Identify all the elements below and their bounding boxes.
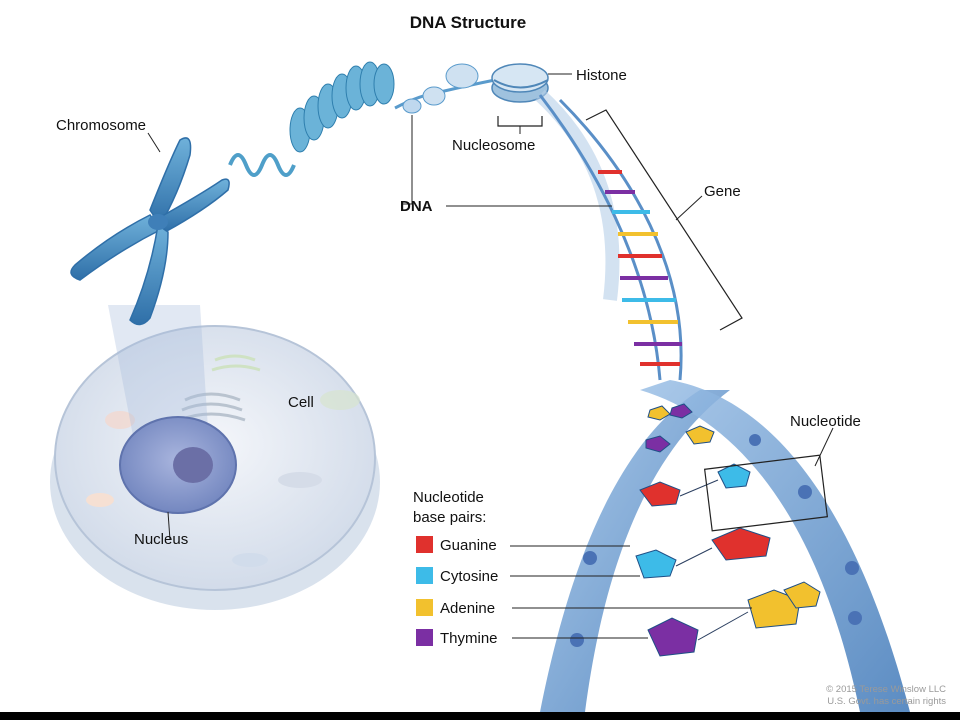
gene-bracket <box>585 109 743 331</box>
credit-line1: © 2015 Terese Winslow LLC <box>826 684 946 695</box>
legend-label-thymine: Thymine <box>440 630 498 647</box>
bottom-border-bar <box>0 712 960 720</box>
gene-base-pairs <box>598 170 682 366</box>
label-histone: Histone <box>576 67 627 84</box>
legend-swatch-adenine <box>416 599 433 616</box>
legend-label-adenine: Adenine <box>440 600 495 617</box>
base-pair-bonds <box>675 479 749 641</box>
leader-lines <box>147 73 834 639</box>
nucleosome-chain <box>394 63 496 114</box>
legend-swatch-cytosine <box>416 567 433 584</box>
diagram-title: DNA Structure <box>410 13 527 32</box>
nucleosome-bracket <box>497 116 543 127</box>
nucleus-illustration <box>119 416 237 514</box>
label-nucleus: Nucleus <box>134 531 188 548</box>
credit-line2: U.S. Govt. has certain rights <box>827 696 946 707</box>
chromatin-fiber <box>289 61 395 153</box>
legend-heading-line2: base pairs: <box>413 509 486 526</box>
label-gene: Gene <box>704 183 741 200</box>
dna-backbone-lower <box>540 380 910 712</box>
label-chromosome: Chromosome <box>56 117 146 134</box>
legend-heading-line1: Nucleotide <box>413 489 484 506</box>
legend-label-guanine: Guanine <box>440 537 497 554</box>
label-dna: DNA <box>400 198 433 215</box>
label-nucleosome: Nucleosome <box>452 137 535 154</box>
endoplasmic-reticulum <box>211 354 261 372</box>
legend-label-cytosine: Cytosine <box>440 568 498 585</box>
label-cell: Cell <box>288 394 314 411</box>
base-pair-legend: Nucleotide base pairs: Guanine Cytosine … <box>413 489 498 647</box>
chromatin-coil <box>228 153 296 177</box>
histone <box>491 63 549 103</box>
label-nucleotide: Nucleotide <box>790 413 861 430</box>
legend-swatch-guanine <box>416 536 433 553</box>
chromosome-illustration <box>70 137 230 326</box>
dna-strand-upper <box>535 89 683 381</box>
nucleotide-highlight-box <box>703 454 829 532</box>
legend-swatch-thymine <box>416 629 433 646</box>
base-pair-hexagons <box>635 403 821 657</box>
